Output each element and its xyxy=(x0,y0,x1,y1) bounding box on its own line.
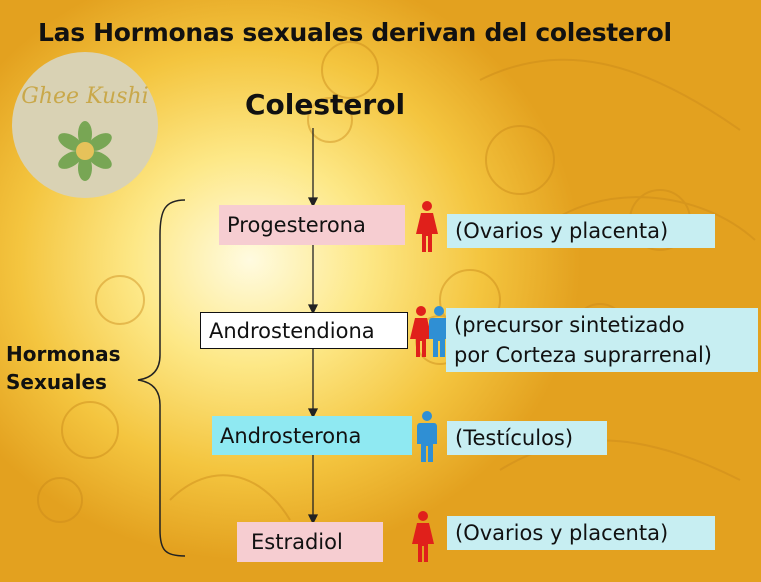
female-icon xyxy=(412,511,434,562)
hormone-node-progesterona: Progesterona xyxy=(219,205,405,245)
source-box-androsterona: (Testículos) xyxy=(447,421,607,455)
group-label: Hormonas Sexuales xyxy=(6,340,121,396)
hormone-node-estradiol: Estradiol xyxy=(237,522,383,562)
group-label-line: Sexuales xyxy=(6,370,107,394)
root-node-colesterol: Colesterol xyxy=(245,88,406,121)
source-text: (Ovarios y placenta) xyxy=(455,219,669,243)
arrowhead xyxy=(307,514,319,525)
arrowhead xyxy=(307,197,319,208)
female-icon xyxy=(410,306,432,357)
logo: Ghee Kushi xyxy=(12,52,158,198)
arrowhead xyxy=(307,304,319,315)
arrowhead xyxy=(307,408,319,419)
hormone-node-androstendiona: Androstendiona xyxy=(200,312,408,349)
source-box-androstendiona: (precursor sintetizado por Corteza supra… xyxy=(446,308,758,372)
source-text: (Testículos) xyxy=(455,426,574,450)
male-icon xyxy=(429,306,449,357)
logo-text: Ghee Kushi xyxy=(21,84,149,109)
flower-of-life-icon xyxy=(58,121,112,181)
group-label-line: Hormonas xyxy=(6,342,121,366)
source-text: por Corteza suprarrenal) xyxy=(454,343,712,367)
group-brace xyxy=(137,199,186,557)
source-box-estradiol: (Ovarios y placenta) xyxy=(447,516,715,550)
source-text: (Ovarios y placenta) xyxy=(455,521,669,545)
source-text: (precursor sintetizado xyxy=(454,313,685,337)
page-title: Las Hormonas sexuales derivan del colest… xyxy=(38,18,672,47)
female-icon xyxy=(416,201,438,252)
source-box-progesterona: (Ovarios y placenta) xyxy=(447,214,715,248)
male-icon xyxy=(417,411,437,462)
hormone-node-androsterona: Androsterona xyxy=(212,416,412,455)
